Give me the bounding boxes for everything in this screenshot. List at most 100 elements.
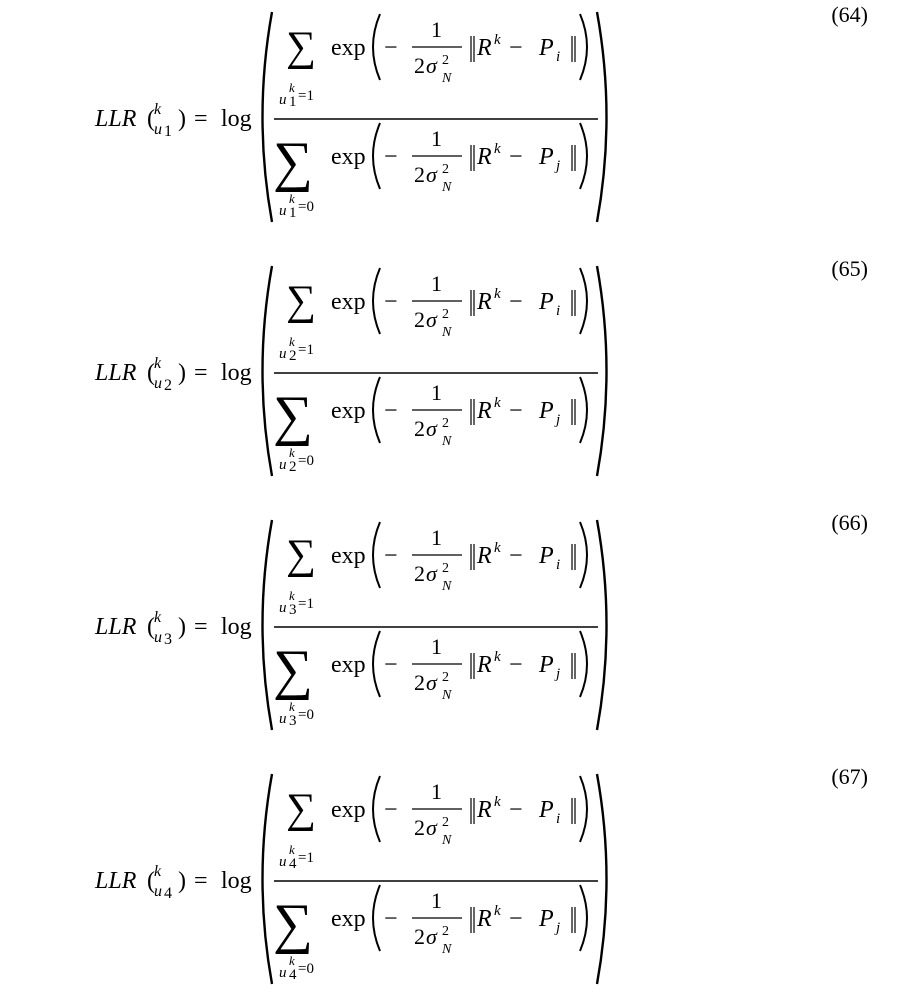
den-norm-R: R [476, 398, 492, 424]
num-frac-num: 1 [431, 525, 442, 550]
num-frac-den-sub: N [441, 325, 452, 340]
num-exp-open-paren [373, 776, 380, 842]
den-norm-R: R [476, 652, 492, 678]
num-norm-P: P [538, 797, 554, 823]
den-minus: − [384, 144, 398, 170]
den-limit-var: u [279, 457, 287, 473]
equation-number: (66) [831, 510, 868, 536]
den-norm-minus: − [509, 906, 523, 932]
equation-64: LLR ( k u 1 ) = log ∑ k u 1 =1 exp − 1 2… [0, 0, 900, 240]
den-norm-P-sub: j [554, 412, 560, 428]
lhs-subscript: 3 [164, 631, 172, 648]
num-exp-open-paren [373, 14, 380, 80]
equation-65: LLR ( k u 2 ) = log ∑ k u 2 =1 exp − 1 2… [0, 254, 900, 494]
den-norm-P-sub: j [554, 158, 560, 174]
lhs-function: LLR [94, 614, 137, 640]
den-frac-den-sub: N [441, 942, 452, 957]
num-exp-close-paren [580, 776, 587, 842]
num-norm-minus: − [509, 35, 523, 61]
num-frac-den-sigma: σ [426, 53, 438, 78]
den-norm-P: P [538, 398, 554, 424]
sum-symbol-denominator: ∑ [273, 893, 313, 955]
den-limit-sup: k [289, 191, 295, 206]
num-frac-den-sup: 2 [442, 307, 449, 322]
num-limit-sub: 4 [289, 856, 297, 872]
den-norm-R-sup: k [494, 649, 501, 665]
den-norm-R-sup: k [494, 395, 501, 411]
big-open-paren [263, 12, 273, 222]
num-minus: − [384, 543, 398, 569]
num-norm-P: P [538, 35, 554, 61]
big-open-paren [263, 520, 273, 730]
den-limit-sup: k [289, 699, 295, 714]
den-limit-value: =0 [298, 961, 314, 977]
lhs-superscript: k [154, 355, 162, 372]
num-exp: exp [331, 289, 366, 315]
num-limit-sub: 3 [289, 602, 297, 618]
den-exp-close-paren [580, 377, 587, 443]
num-frac-den-sigma: σ [426, 307, 438, 332]
den-norm-R: R [476, 144, 492, 170]
equals-sign: = [194, 360, 208, 386]
num-frac-den-sigma: σ [426, 561, 438, 586]
den-exp-open-paren [373, 885, 380, 951]
lhs-var: u [154, 629, 162, 646]
num-frac-num: 1 [431, 779, 442, 804]
num-limit-value: =1 [298, 342, 314, 358]
lhs-var: u [154, 883, 162, 900]
log-function: log [221, 614, 252, 640]
big-close-paren [597, 774, 607, 984]
num-frac-den-sub: N [441, 579, 452, 594]
den-limit-value: =0 [298, 453, 314, 469]
den-frac-num: 1 [431, 888, 442, 913]
lhs-close-paren: ) [178, 614, 186, 640]
den-limit-var: u [279, 203, 287, 219]
num-exp: exp [331, 543, 366, 569]
lhs-superscript: k [154, 609, 162, 626]
equation-66: LLR ( k u 3 ) = log ∑ k u 3 =1 exp − 1 2… [0, 508, 900, 748]
num-limit-var: u [279, 346, 287, 362]
den-minus: − [384, 652, 398, 678]
big-open-paren [263, 774, 273, 984]
den-norm-P-sub: j [554, 920, 560, 936]
den-frac-den-sup: 2 [442, 670, 449, 685]
num-limit-var: u [279, 854, 287, 870]
den-exp-open-paren [373, 123, 380, 189]
log-function: log [221, 106, 252, 132]
den-exp-close-paren [580, 123, 587, 189]
num-exp: exp [331, 35, 366, 61]
num-norm-P-sub: i [556, 557, 560, 573]
num-limit-sup: k [289, 80, 295, 95]
big-close-paren [597, 12, 607, 222]
log-function: log [221, 360, 252, 386]
formula-66: LLR ( k u 3 ) = log ∑ k u 3 =1 exp − 1 2… [0, 508, 900, 748]
den-norm-R-sup: k [494, 141, 501, 157]
den-norm-P-sub: j [554, 666, 560, 682]
num-exp-close-paren [580, 268, 587, 334]
den-limit-sub: 3 [289, 713, 297, 729]
num-frac-den-sub: N [441, 833, 452, 848]
num-limit-sup: k [289, 588, 295, 603]
lhs-function: LLR [94, 360, 137, 386]
sum-symbol-numerator: ∑ [286, 786, 316, 832]
den-frac-den-sigma: σ [426, 924, 438, 949]
num-norm-R-sup: k [494, 794, 501, 810]
num-limit-value: =1 [298, 596, 314, 612]
den-limit-sub: 1 [289, 205, 297, 221]
num-limit-sub: 1 [289, 94, 297, 110]
num-minus: − [384, 797, 398, 823]
den-minus: − [384, 906, 398, 932]
lhs-function: LLR [94, 868, 137, 894]
sum-symbol-numerator: ∑ [286, 278, 316, 324]
den-norm-minus: − [509, 652, 523, 678]
den-exp: exp [331, 906, 366, 932]
lhs-var: u [154, 121, 162, 138]
den-frac-num: 1 [431, 126, 442, 151]
num-norm-P: P [538, 543, 554, 569]
den-norm-P: P [538, 652, 554, 678]
den-minus: − [384, 398, 398, 424]
sum-symbol-numerator: ∑ [286, 532, 316, 578]
equation-number: (67) [831, 764, 868, 790]
num-limit-var: u [279, 600, 287, 616]
num-frac-den-sup: 2 [442, 561, 449, 576]
